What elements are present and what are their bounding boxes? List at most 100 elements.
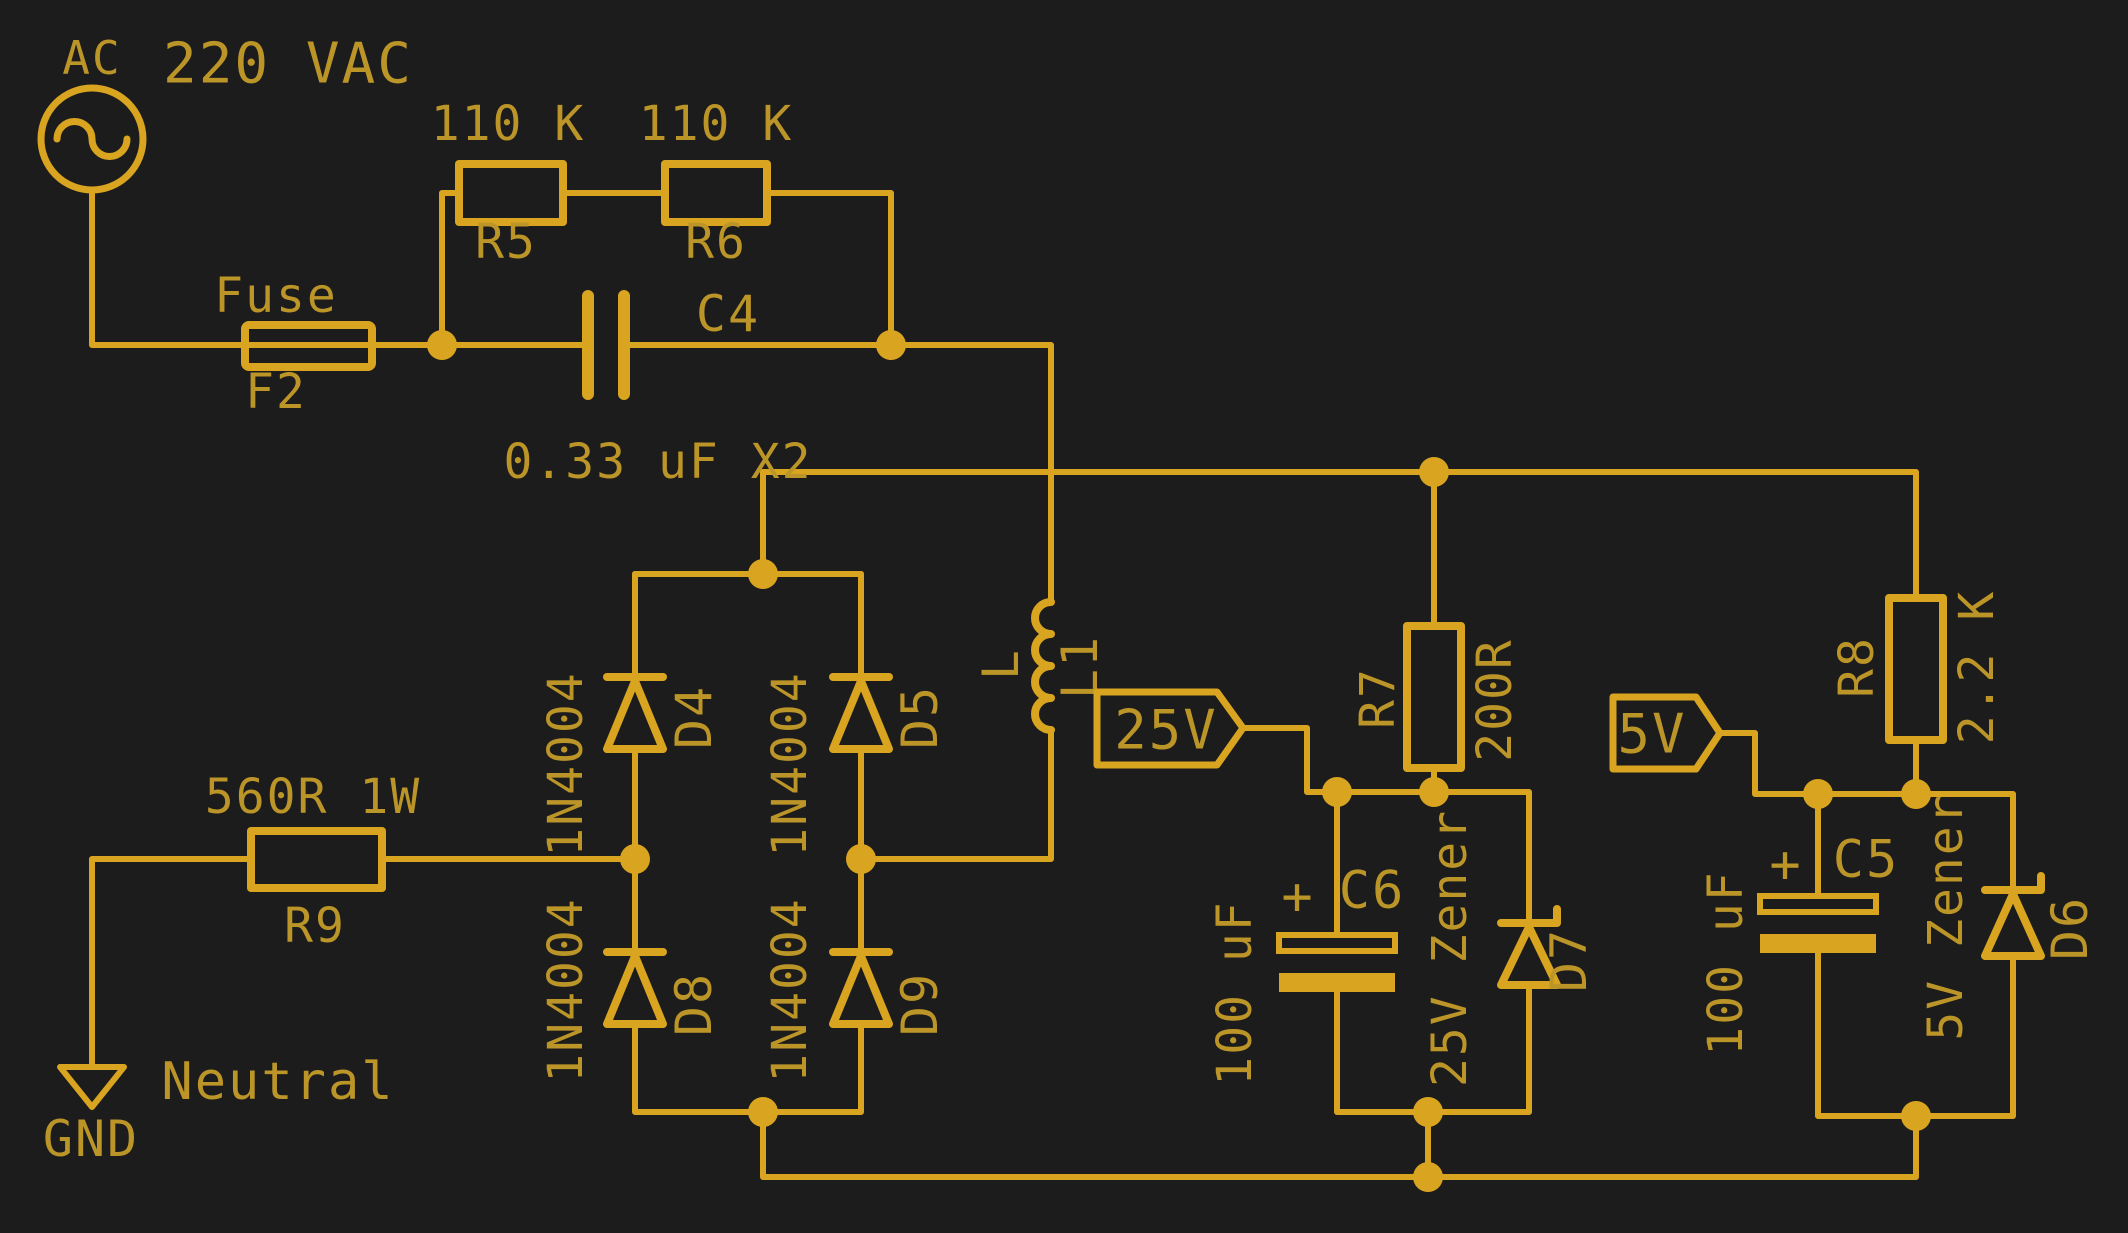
wire-nodex-to-l1 [888,342,1054,605]
c5-plate-top [1757,893,1879,915]
net-flag-5v[interactable]: 5V [1609,693,1724,773]
ac-source-value: 220 VAC [163,32,413,97]
flag-25v-label: 25V [1114,699,1218,762]
d8-ref: D8 [665,972,723,1036]
r5-value: 110 K [431,96,586,152]
d5-value: 1N4004 [762,671,818,856]
junction-dots [427,330,1931,1192]
flag-5v-outline [1609,693,1724,773]
d4-ref: D4 [665,685,723,749]
component-resistor-r6[interactable]: 110 K R6 [639,96,794,270]
component-diode-d5[interactable]: 1N4004 D5 [762,671,949,856]
d5-ref: D5 [891,685,949,749]
c6-value: 100 uF [1207,900,1263,1085]
r6-ref: R6 [685,214,747,270]
d9-triangle [829,952,893,1028]
wire-5v-node [1717,730,2016,893]
l1-ref: L1 [1051,635,1109,699]
l1-label: L [972,648,1030,680]
r9-value: 560R 1W [205,769,421,825]
component-fuse-f2[interactable]: Fuse F2 [214,268,376,420]
fuse-body [241,321,376,371]
junction-dot [1901,1101,1931,1131]
d6-ref: D6 [2041,896,2099,960]
c4-plate-left [582,290,594,400]
d7-value: 25V Zener [1422,809,1478,1087]
wire-25v-node [1240,725,1532,926]
component-resistor-r9[interactable]: 560R 1W R9 [205,769,421,954]
junction-dot [1901,779,1931,809]
component-resistor-r7[interactable]: R7 200R [1350,622,1523,772]
fuse-ref: F2 [245,364,307,420]
junction-dot [1419,457,1449,487]
d7-cathode-bar [1497,905,1561,927]
r7-body [1403,622,1465,772]
d7-triangle [1497,923,1561,989]
junction-dot [846,844,876,874]
wire-r6-down [764,190,894,348]
d6-triangle [1981,890,2045,960]
flag-5v-label: 5V [1617,703,1686,766]
c5-plate-bottom [1760,934,1876,953]
component-capacitor-c4[interactable]: C4 0.33 uF X2 [504,285,813,490]
wire-r5-branch [439,190,462,348]
junction-dot [1413,1097,1443,1127]
wire-l1-to-bridge [858,727,1054,862]
component-diode-d4[interactable]: 1N4004 D4 [538,671,723,856]
d5-triangle [829,677,893,753]
gnd-triangle-icon [57,1064,127,1110]
component-capacitor-c6[interactable]: + C6 100 uF [1207,861,1405,1086]
junction-dot [1413,1162,1443,1192]
r6-body [661,160,771,226]
component-resistor-r5[interactable]: 110 K R5 [431,96,586,270]
d6-value: 5V Zener [1918,793,1974,1040]
component-diode-d8[interactable]: 1N4004 D8 [538,897,723,1082]
r7-value: 200R [1467,638,1523,762]
junction-dot [876,330,906,360]
r8-body [1885,594,1947,744]
component-zener-d7[interactable]: 25V Zener D7 [1422,809,1598,1087]
r8-value: 2.2 K [1949,590,2005,745]
component-zener-d6[interactable]: 5V Zener D6 [1918,793,2099,1040]
c5-value: 100 uF [1698,870,1754,1055]
c4-plate-right [618,290,630,400]
net-flag-25v[interactable]: 25V [1093,688,1247,769]
component-resistor-r8[interactable]: R8 2.2 K [1829,590,2005,745]
wire-r9-neutral [89,856,638,1068]
d4-value: 1N4004 [538,671,594,856]
junction-dot [620,844,650,874]
gnd-label: GND [43,1110,139,1168]
c6-ref: C6 [1339,861,1406,921]
fuse-label: Fuse [214,268,338,324]
d6-cathode-bar [1981,872,2045,894]
ac-sine-icon [53,118,131,160]
d8-value: 1N4004 [538,897,594,1082]
c6-plus: + [1281,867,1314,927]
component-diode-d9[interactable]: 1N4004 D9 [762,897,949,1082]
ac-source-label: AC [62,31,121,85]
d7-ref: D7 [1540,928,1598,992]
wire-dc-bus [760,469,1919,601]
flag-25v-outline [1093,688,1247,769]
c4-value: 0.33 uF X2 [504,434,813,490]
c5-plus: + [1769,835,1802,895]
d9-value: 1N4004 [762,897,818,1082]
junction-dot [748,1097,778,1127]
neutral-label: Neutral [161,1052,394,1112]
junction-dot [1419,777,1449,807]
junction-dot [1803,779,1833,809]
r9-ref: R9 [284,898,346,954]
d9-ref: D9 [891,972,949,1036]
wires [89,187,2016,1180]
r5-body [455,160,567,226]
c6-plate-top [1276,932,1398,954]
junction-dot [427,330,457,360]
component-ac-source[interactable]: AC 220 VAC [37,31,413,194]
component-capacitor-c5[interactable]: + C5 100 uF [1698,830,1899,1056]
d4-triangle [603,677,667,753]
d8-triangle [603,952,667,1028]
component-gnd[interactable]: GND [43,1064,139,1168]
ac-source-circle [37,84,147,194]
component-inductor-l1[interactable]: L L1 [972,598,1109,734]
